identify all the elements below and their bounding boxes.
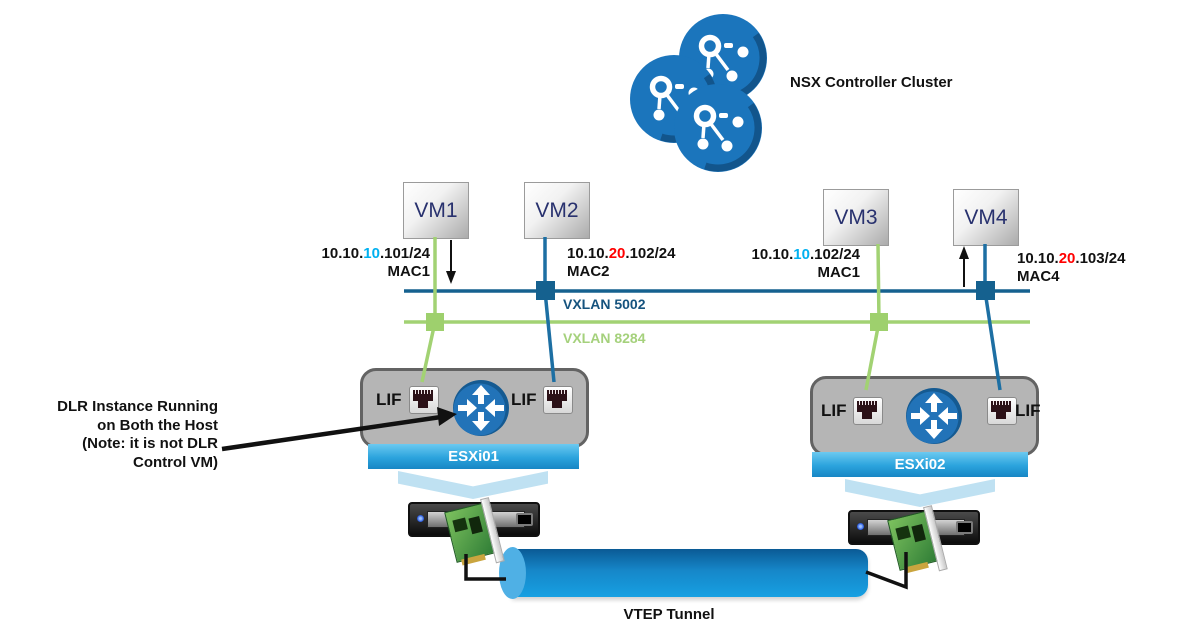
esxi02-lif-right-label: LIF bbox=[1015, 401, 1041, 420]
dlr-annotation: DLR Instance Running on Both the Host (N… bbox=[8, 398, 218, 472]
vm1-label: VM1 bbox=[414, 198, 458, 222]
vm4-up-arrow bbox=[959, 246, 969, 287]
vm4-link bbox=[983, 244, 1002, 391]
vm3-link bbox=[864, 243, 881, 391]
vm2-ip-label: 10.10.20.102/24 MAC2 bbox=[567, 245, 717, 281]
vm3-label: VM3 bbox=[834, 205, 878, 229]
esxi01-banner: ESXi01 bbox=[368, 444, 579, 469]
esxi02-lif-left-label: LIF bbox=[821, 401, 847, 420]
rj45-tab bbox=[552, 401, 562, 408]
rj45-tab bbox=[996, 412, 1006, 419]
rj45-port-icon bbox=[853, 397, 883, 425]
distributed-router-icon bbox=[906, 388, 962, 444]
rj45-port-icon bbox=[987, 397, 1017, 425]
esxi01-lif-right-label: LIF bbox=[511, 390, 537, 409]
server-power-button bbox=[956, 521, 973, 534]
vm3-ip: 10.10.10.102/24 bbox=[751, 246, 860, 263]
rj45-tab bbox=[418, 401, 428, 408]
vm1-vxlan8284-connector bbox=[426, 313, 444, 331]
annotation-line-1: DLR Instance Running bbox=[57, 398, 218, 415]
rj45-port-icon bbox=[409, 386, 439, 414]
vm1-down-arrow bbox=[446, 240, 456, 284]
vm1-ip-label: 10.10.10.101/24 MAC1 bbox=[280, 245, 430, 281]
vm3-mac: MAC1 bbox=[817, 264, 860, 281]
esxi02-dlr-box: LIF LIF bbox=[810, 376, 1041, 456]
rj45-jack bbox=[413, 390, 433, 401]
server-power-button bbox=[516, 513, 533, 526]
distributed-router-icon bbox=[453, 380, 509, 436]
vm2-mac: MAC2 bbox=[567, 263, 610, 280]
nsx-controller-cluster-icon bbox=[630, 14, 767, 172]
server-led bbox=[857, 523, 864, 530]
vm1-mac: MAC1 bbox=[387, 263, 430, 280]
vm4-label: VM4 bbox=[964, 205, 1008, 229]
esxi01-chevron bbox=[398, 471, 548, 499]
esxi01-dlr-box: LIF LIF bbox=[360, 368, 589, 448]
esxi02-banner: ESXi02 bbox=[812, 452, 1028, 477]
server-led bbox=[417, 515, 424, 522]
vm2-box: VM2 bbox=[524, 182, 590, 239]
esxi02-chevron bbox=[845, 479, 995, 507]
vm2-label: VM2 bbox=[535, 198, 579, 222]
vm1-box: VM1 bbox=[403, 182, 469, 239]
annotation-line-3: (Note: it is not DLR bbox=[82, 435, 218, 452]
vtep-tunnel-label: VTEP Tunnel bbox=[623, 606, 715, 623]
controller-cluster-label: NSX Controller Cluster bbox=[790, 74, 953, 91]
rj45-port-icon bbox=[543, 386, 573, 414]
vm3-ip-label: 10.10.10.102/24 MAC1 bbox=[710, 246, 860, 282]
vtep-tunnel-cylinder bbox=[512, 549, 868, 597]
vm4-mac: MAC4 bbox=[1017, 268, 1060, 285]
vm4-box: VM4 bbox=[953, 189, 1019, 246]
vm1-ip: 10.10.10.101/24 bbox=[321, 245, 430, 262]
esxi01-lif-left-label: LIF bbox=[376, 390, 402, 409]
vxlan-5002-label: VXLAN 5002 bbox=[563, 296, 646, 312]
rj45-jack bbox=[547, 390, 567, 401]
vm2-ip: 10.10.20.102/24 bbox=[567, 245, 676, 262]
vm2-vxlan5002-connector bbox=[536, 281, 555, 300]
vm2-link bbox=[543, 237, 556, 383]
annotation-line-4: Control VM) bbox=[133, 453, 218, 471]
rj45-tab bbox=[862, 412, 872, 419]
rj45-jack bbox=[857, 401, 877, 412]
rj45-jack bbox=[991, 401, 1011, 412]
vm4-ip-label: 10.10.20.103/24 MAC4 bbox=[1017, 250, 1177, 286]
vm3-vxlan8284-connector bbox=[870, 313, 888, 331]
vm3-box: VM3 bbox=[823, 189, 889, 246]
vm4-vxlan5002-connector bbox=[976, 281, 995, 300]
annotation-line-2: on Both the Host bbox=[97, 416, 218, 434]
controller-node-bottom bbox=[674, 84, 762, 172]
vxlan-8284-label: VXLAN 8284 bbox=[563, 330, 646, 346]
vm4-ip: 10.10.20.103/24 bbox=[1017, 250, 1126, 267]
